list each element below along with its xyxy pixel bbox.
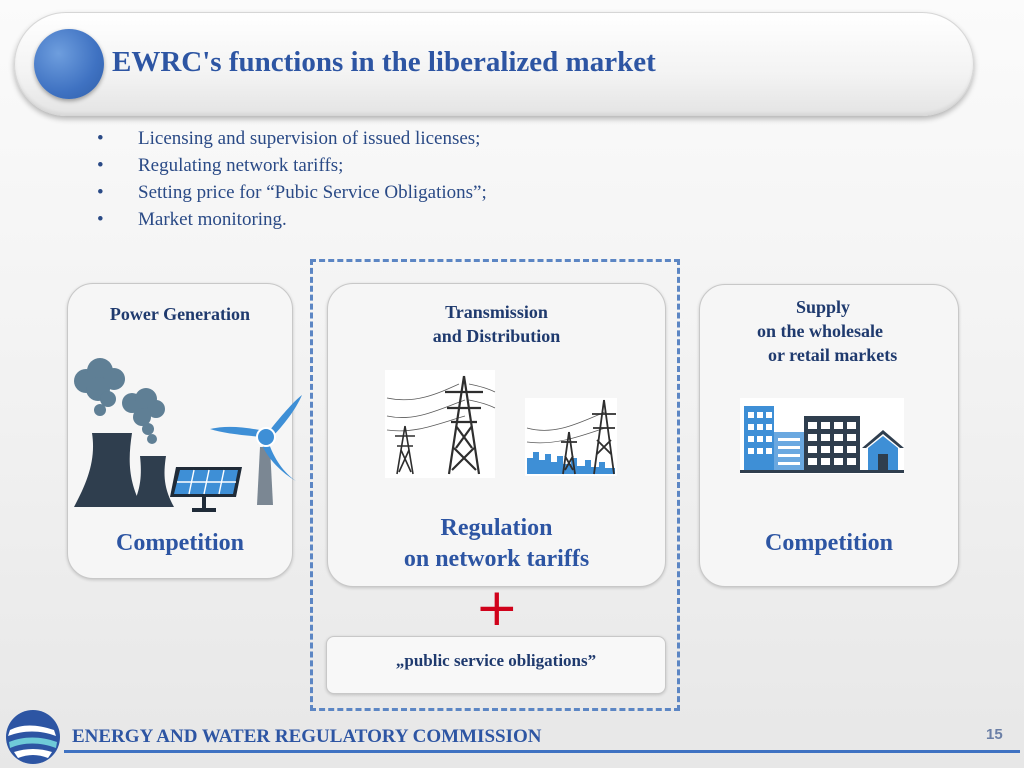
pso-label: „public service obligations”	[395, 651, 597, 670]
transmission-illustration	[385, 370, 617, 478]
bullet-item: • Market monitoring.	[92, 206, 487, 233]
bullet-icon: •	[97, 128, 104, 149]
regulated-segment-frame	[310, 259, 680, 711]
footer-divider	[64, 750, 1020, 753]
buildings-icon	[744, 406, 860, 470]
bullet-text: Licensing and supervision of issued lice…	[138, 128, 481, 149]
bullet-list: • Licensing and supervision of issued lic…	[92, 125, 487, 233]
solar-panel-icon	[170, 467, 242, 512]
supply-illustration	[740, 398, 904, 474]
title-circle-icon	[34, 29, 104, 99]
title-bar	[14, 12, 974, 116]
power-pylon-icon	[385, 370, 496, 478]
pso-box	[326, 636, 666, 694]
city-pylon-icon	[525, 398, 617, 476]
transmission-status-line2: on network tariffs	[403, 546, 590, 572]
supply-heading-line2: on the wholesale	[757, 321, 883, 341]
generation-illustration	[74, 358, 302, 512]
bullet-item: • Licensing and supervision of issued lic…	[92, 125, 487, 152]
page-number: 15	[986, 726, 1003, 743]
bullet-text: Regulating network tariffs;	[138, 155, 344, 176]
bullet-item: • Regulating network tariffs;	[92, 152, 487, 179]
wind-turbine-icon	[210, 395, 302, 505]
bullet-icon: •	[97, 182, 104, 203]
house-icon	[862, 430, 904, 470]
supply-status: Competition	[765, 530, 893, 556]
smoke-icon	[74, 358, 165, 444]
bullet-text: Market monitoring.	[138, 209, 287, 230]
footer-organization: ENERGY AND WATER REGULATORY COMMISSION	[72, 726, 542, 747]
supply-heading-line3: or retail markets	[768, 345, 898, 365]
transmission-heading-line2: and Distribution	[432, 326, 561, 346]
transmission-status-line1: Regulation	[440, 515, 553, 541]
transmission-heading-line1: Transmission	[445, 302, 548, 322]
plus-sign: +	[475, 578, 519, 638]
supply-heading-line1: Supply	[796, 297, 851, 317]
bullet-icon: •	[97, 209, 104, 230]
generation-heading: Power Generation	[109, 304, 251, 324]
generation-status: Competition	[116, 530, 244, 556]
ewrc-logo-icon	[6, 710, 60, 764]
cooling-tower-icon	[74, 433, 174, 507]
bullet-icon: •	[97, 155, 104, 176]
bullet-item: • Setting price for “Pubic Service Obliga…	[92, 179, 487, 206]
bullet-text: Setting price for “Pubic Service Obligat…	[138, 182, 487, 203]
slide-title: EWRC's functions in the liberalized mark…	[112, 46, 656, 78]
